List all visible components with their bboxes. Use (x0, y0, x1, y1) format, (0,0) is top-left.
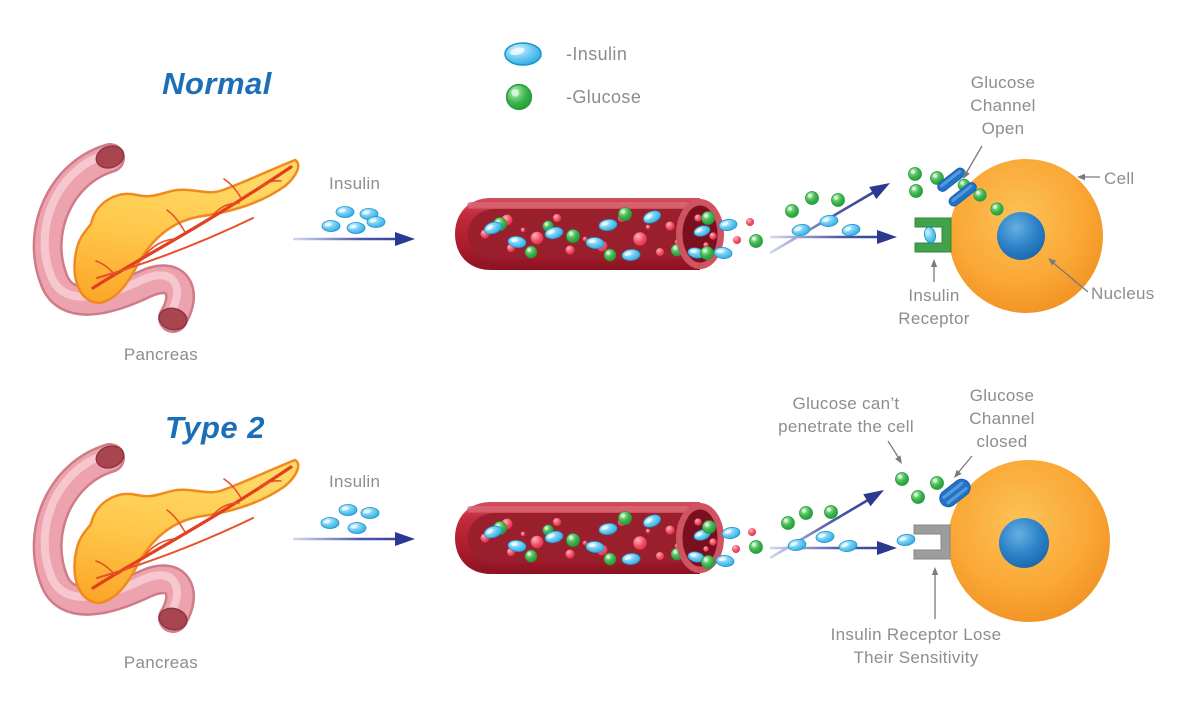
pancreas-illustration-type2 (45, 443, 299, 632)
pancreas-label-type2: Pancreas (123, 653, 199, 672)
annotation-arrows-type2 (887, 440, 973, 619)
insulin-receptor-label: Insulin Receptor (898, 286, 970, 328)
nucleus-label: Nucleus (1091, 284, 1155, 303)
legend-glucose-label: -Glucose (566, 87, 642, 107)
exiting-particles-type2 (701, 520, 763, 569)
nucleus-normal (997, 212, 1045, 260)
insulin-drops-on-arrow-type2 (786, 530, 917, 554)
arrow-pancreas-to-vessel-normal (293, 232, 415, 246)
glucose-channel-open-icon (937, 167, 977, 207)
insulin-secretion-type2 (320, 504, 380, 534)
blood-vessel-illustration-normal (455, 198, 724, 270)
arrow-insulin-to-cell-normal (770, 230, 897, 244)
insulin-receptor-open-icon (914, 217, 952, 253)
cell-illustration-normal (908, 159, 1103, 313)
blood-vessel-illustration-type2 (455, 502, 724, 574)
annotation-arrows-normal (930, 145, 1100, 293)
normal-title: Normal (162, 66, 272, 101)
insulin-label-type2: Insulin (329, 472, 381, 491)
insulin-label-normal: Insulin (329, 174, 381, 193)
exiting-particles-normal (700, 211, 763, 260)
glucose-cant-penetrate-label: Glucose can’t penetrate the cell (778, 394, 914, 436)
nucleus-type2 (999, 518, 1049, 568)
glucose-channel-closed-icon (939, 478, 971, 508)
insulin-receptor-insensitive-icon (913, 524, 951, 560)
pancreas-illustration-normal (45, 143, 299, 332)
legend-glucose-icon (505, 83, 533, 111)
arrow-pancreas-to-vessel-type2 (293, 532, 415, 546)
insulin-receptor-lose-label: Insulin Receptor Lose Their Sensitivity (830, 625, 1002, 667)
insulin-secretion-normal (321, 206, 386, 234)
insulin-drops-on-arrow-normal (790, 214, 862, 238)
type2-title: Type 2 (164, 410, 266, 445)
legend-insulin-icon (504, 42, 542, 66)
glucose-channel-closed-label: Glucose Channel closed (969, 386, 1035, 451)
cell-label: Cell (1104, 169, 1135, 188)
glucose-channel-open-label: Glucose Channel Open (970, 73, 1036, 138)
cell-illustration-type2 (913, 460, 1110, 622)
legend-insulin-label: -Insulin (566, 44, 628, 64)
glucose-dots-on-arrow-type2 (781, 505, 838, 530)
glucose-blocked-outside-cell (895, 472, 944, 504)
pancreas-label-normal: Pancreas (123, 345, 199, 364)
